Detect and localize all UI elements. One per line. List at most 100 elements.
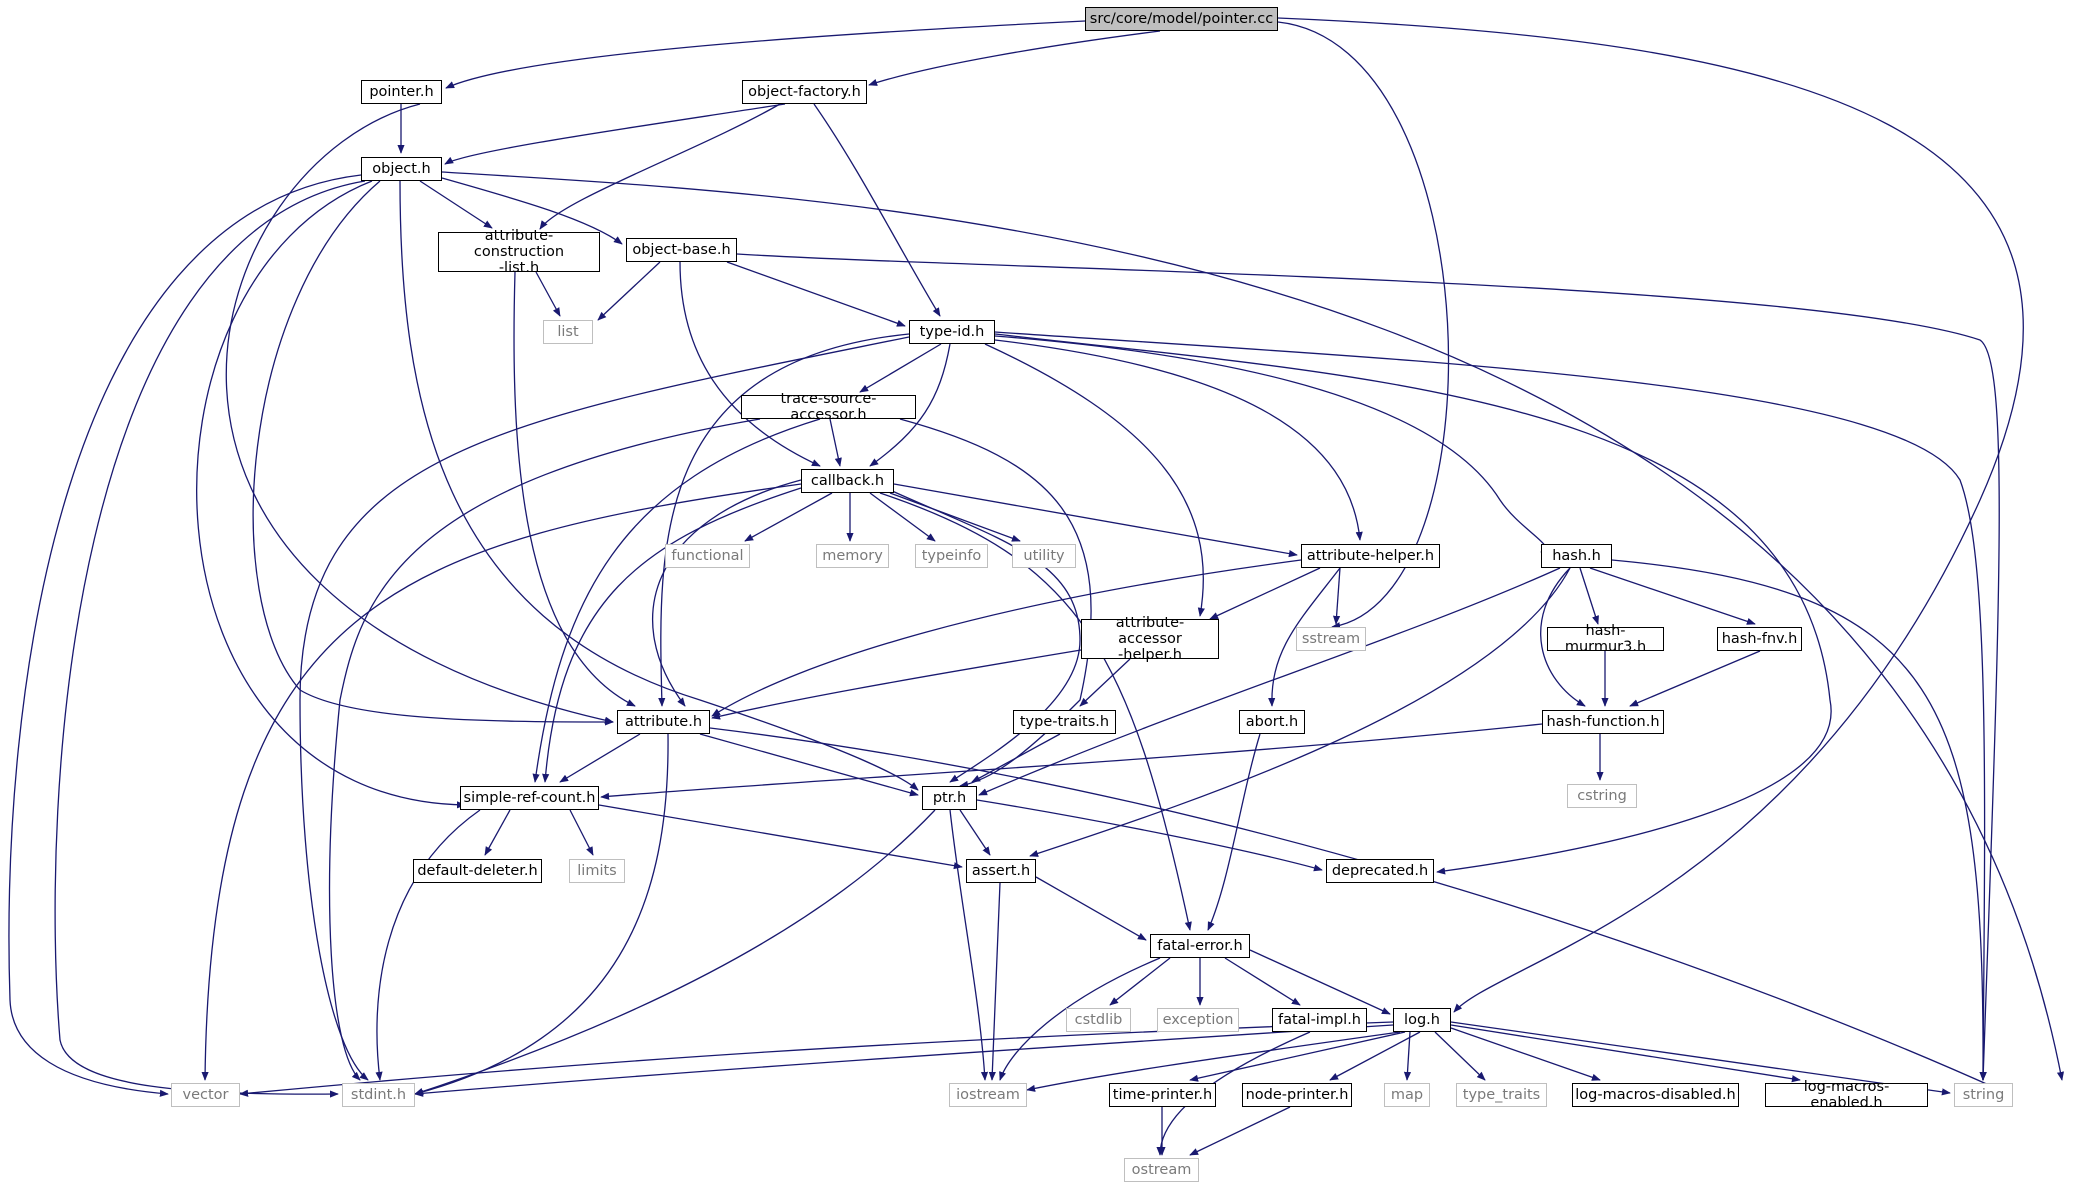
edge-log-iostream (1026, 1031, 1401, 1092)
edge-callback-ptr (889, 489, 1081, 783)
node-iostream[interactable]: iostream (949, 1083, 1027, 1107)
edge-fatalerror-fatalimpl (1224, 957, 1301, 1006)
edge-objfactory-typeid (813, 103, 941, 317)
node-hash-function-h[interactable]: hash-function.h (1542, 710, 1664, 734)
edge-object-objectbase (441, 177, 623, 245)
edge-hash-hashfunction (1540, 567, 1586, 707)
edge-typeid-string (994, 331, 1987, 1081)
node-attribute-helper-h[interactable]: attribute-helper.h (1301, 544, 1440, 568)
node-pointer-h[interactable]: pointer.h (361, 80, 442, 104)
edge-attribute-ptr (699, 733, 919, 797)
edge-hashfunction-simplerefcount (600, 723, 1543, 800)
node-log-h[interactable]: log.h (1393, 1008, 1451, 1032)
node-object-base-h[interactable]: object-base.h (626, 238, 737, 262)
edge-callback-utility (889, 492, 1021, 542)
edge-attribute-stdint (414, 733, 669, 1096)
edge-objectbase-list (597, 261, 661, 321)
node-fatal-impl-h[interactable]: fatal-impl.h (1272, 1008, 1367, 1032)
edge-root-sstream (1277, 21, 1450, 630)
edge-typeid-attribute (658, 333, 910, 707)
edge-attraccessor-typetraits (1079, 658, 1131, 707)
edge-hash-fnv (1589, 567, 1756, 625)
edge-log-stdint (414, 1024, 1394, 1097)
node-deprecated-h[interactable]: deprecated.h (1326, 859, 1434, 883)
edge-typetraits-ptr (971, 733, 1061, 783)
node-hash-fnv-h[interactable]: hash-fnv.h (1717, 627, 1802, 651)
node-assert-h[interactable]: assert.h (966, 859, 1036, 883)
node-node-printer-h[interactable]: node-printer.h (1242, 1083, 1352, 1107)
edge-ptr-deprecated (976, 799, 1323, 872)
node-object-h[interactable]: object.h (361, 157, 442, 181)
node-simple-ref-count-h[interactable]: simple-ref-count.h (460, 786, 599, 810)
edge-callback-attrhelper (893, 483, 1298, 558)
edge-attrhelper-attraccessor (1209, 567, 1321, 620)
node-string[interactable]: string (1954, 1083, 2013, 1107)
node-attribute-accessor-helper-h[interactable]: attribute-accessor -helper.h (1081, 615, 1219, 663)
edge-simplerefcount-stdint (375, 809, 481, 1081)
node-pointer-cc[interactable]: src/core/model/pointer.cc (1085, 7, 1278, 31)
node-attribute-construction-list-h[interactable]: attribute-construction -list.h (438, 228, 600, 276)
node-hash-murmur3-h[interactable]: hash-murmur3.h (1547, 623, 1664, 655)
node-abort-h[interactable]: abort.h (1239, 710, 1305, 734)
node-typeinfo[interactable]: typeinfo (915, 544, 988, 568)
node-trace-source-accessor-h[interactable]: trace-source-accessor.h (741, 391, 916, 423)
node-stdint-h[interactable]: stdint.h (342, 1083, 415, 1107)
edge-object-string (441, 171, 2064, 1081)
edge-objfactory-attrcons (539, 103, 781, 230)
edge-attrhelper-attribute (711, 559, 1302, 717)
edge-ptr-assert (959, 809, 991, 856)
node-type-id-h[interactable]: type-id.h (909, 320, 995, 344)
edge-log-timeprinter (1189, 1031, 1406, 1082)
edge-object-simplerefcount (196, 180, 466, 809)
edge-pointer-attribute (225, 103, 614, 724)
edge-callback-functional (744, 492, 833, 542)
edge-typeid-attrhelper (994, 339, 1363, 541)
node-memory[interactable]: memory (816, 544, 889, 568)
node-exception[interactable]: exception (1157, 1008, 1239, 1032)
edge-typeid-stdint (299, 336, 910, 1081)
node-map[interactable]: map (1384, 1083, 1430, 1107)
node-cstring[interactable]: cstring (1567, 784, 1637, 808)
edge-hash-murmur3 (1579, 567, 1599, 625)
edge-nodeprinter-ostream (1189, 1106, 1291, 1156)
node-list[interactable]: list (543, 320, 593, 344)
node-ostream[interactable]: ostream (1124, 1158, 1199, 1182)
node-sstream[interactable]: sstream (1296, 627, 1366, 651)
edge-assert-iostream (988, 882, 1001, 1081)
edge-abort-fatalerror (1207, 733, 1261, 931)
edge-typeid-callback (869, 343, 951, 467)
edge-attrhelper-sstream (1332, 567, 1341, 625)
node-vector[interactable]: vector (171, 1083, 240, 1107)
edge-trace-stdint (328, 418, 761, 1081)
node-object-factory-h[interactable]: object-factory.h (742, 80, 867, 104)
edge-callback-attribute (652, 479, 802, 707)
edge-fatalerror-cstdlib (1109, 957, 1171, 1006)
node-functional[interactable]: functional (665, 544, 750, 568)
node-ptr-h[interactable]: ptr.h (922, 786, 977, 810)
edge-trace-simplerefcount (532, 418, 821, 783)
node-type-traits[interactable]: type_traits (1456, 1083, 1547, 1107)
node-log-macros-disabled-h[interactable]: log-macros-disabled.h (1572, 1083, 1739, 1107)
edge-fatalerror-iostream (999, 957, 1161, 1081)
edge-objectbase-callback (679, 261, 821, 467)
edge-object-attrcons (419, 180, 493, 229)
edge-log-nodeprinter (1329, 1031, 1421, 1081)
edge-attribute-string (709, 727, 2001, 1091)
node-type-traits-h[interactable]: type-traits.h (1013, 710, 1116, 734)
edge-root-objfactory (868, 30, 1161, 86)
node-hash-h[interactable]: hash.h (1541, 544, 1612, 568)
node-limits[interactable]: limits (569, 859, 625, 883)
node-log-macros-enabled-h[interactable]: log-macros-enabled.h (1765, 1079, 1928, 1111)
node-utility[interactable]: utility (1012, 544, 1076, 568)
node-fatal-error-h[interactable]: fatal-error.h (1150, 934, 1250, 958)
edge-attrhelper-abort (1268, 567, 1341, 707)
node-cstdlib[interactable]: cstdlib (1066, 1008, 1131, 1032)
node-callback-h[interactable]: callback.h (801, 469, 894, 493)
edge-hash-assert (1029, 567, 1571, 857)
edge-simplerefcount-limits (569, 809, 594, 856)
node-attribute-h[interactable]: attribute.h (617, 710, 710, 734)
node-default-deleter-h[interactable]: default-deleter.h (413, 859, 542, 883)
node-time-printer-h[interactable]: time-printer.h (1109, 1083, 1216, 1107)
edge-simplerefcount-defaultdeleter (484, 809, 511, 856)
